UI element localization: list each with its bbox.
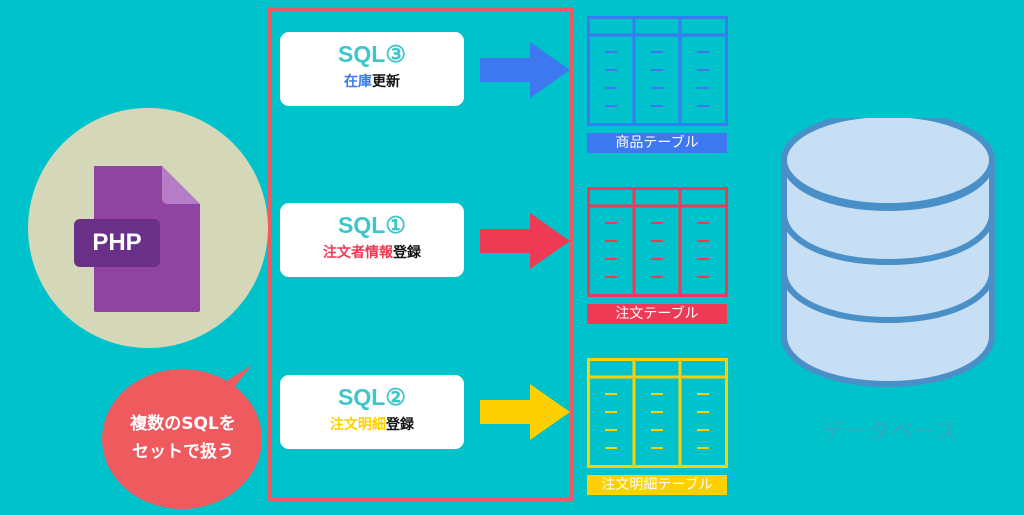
- sql-card-subtitle: 注文者情報登録: [280, 243, 464, 263]
- sql-card-title: SQL③: [338, 41, 406, 67]
- database-icon: [781, 118, 995, 387]
- arrow-right-icon: [480, 42, 570, 98]
- table-icon-product: [587, 16, 728, 126]
- sql-card-2: SQL② 注文明細登録: [280, 375, 464, 449]
- sql-card-subtitle: 在庫更新: [280, 72, 464, 92]
- arrow-right-icon: [480, 213, 570, 269]
- sql-card-rest: 登録: [393, 245, 421, 261]
- sql-card-subtitle: 注文明細登録: [280, 415, 464, 435]
- sql-card-accent: 注文明細: [330, 417, 386, 433]
- table-label-order: 注文テーブル: [587, 304, 727, 324]
- sql-card-1: SQL① 注文者情報登録: [280, 203, 464, 277]
- sql-card-rest: 更新: [372, 74, 400, 90]
- bubble-line-2: セットで扱う: [132, 442, 234, 462]
- table-icon-order: [587, 187, 728, 297]
- php-label: PHP: [74, 219, 160, 267]
- sql-card-accent: 在庫: [344, 74, 372, 90]
- bubble-line-1: 複数のSQLを: [130, 414, 236, 434]
- sql-card-3: SQL③ 在庫更新: [280, 32, 464, 106]
- sql-card-title: SQL②: [338, 384, 406, 410]
- sql-card-rest: 登録: [386, 417, 414, 433]
- speech-bubble: [102, 365, 262, 509]
- arrow-right-icon: [480, 384, 570, 440]
- table-icon-order-detail: [587, 358, 728, 468]
- sql-card-title: SQL①: [338, 212, 406, 238]
- table-label-product: 商品テーブル: [587, 133, 727, 153]
- sql-group-frame: [268, 7, 574, 501]
- sql-card-accent: 注文者情報: [323, 245, 393, 261]
- speech-bubble-text: 複数のSQLを セットで扱う: [108, 410, 258, 466]
- database-label: データベース: [821, 419, 959, 445]
- table-label-order-detail: 注文明細テーブル: [587, 475, 727, 495]
